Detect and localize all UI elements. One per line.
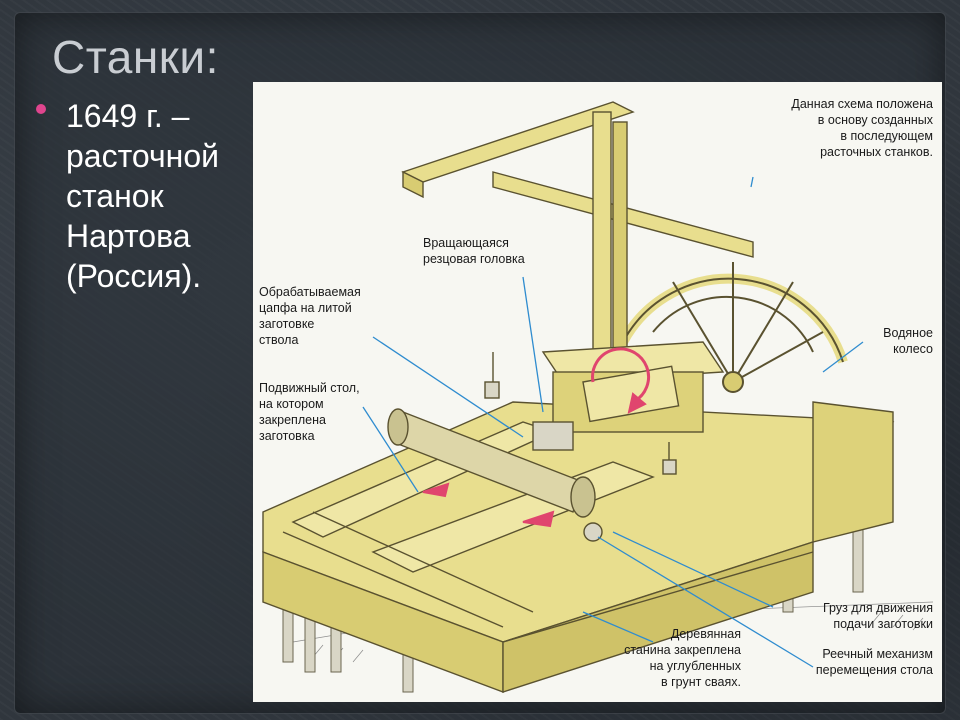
label-workpiece-2: цапфа на литой: [259, 301, 352, 315]
machine-illustration: Данная схема положена в основу созданных…: [253, 82, 942, 702]
bullet-line-3: станок: [66, 178, 164, 214]
label-rack-1: Реечный механизм: [822, 647, 933, 661]
bullet-line-1: 1649 г. –: [66, 98, 190, 134]
motion-arrows: [422, 347, 651, 528]
label-workpiece-1: Обрабатываемая: [259, 285, 361, 299]
label-load-2: подачи заготовки: [833, 617, 933, 631]
load-weight: [484, 352, 677, 475]
bullet-text: 1649 г. – расточной станок Нартова (Росс…: [66, 96, 256, 296]
label-wooden-frame-3: на углубленных: [650, 659, 742, 673]
label-rack-2: перемещения стола: [816, 663, 933, 677]
label-movable-table-3: закреплена: [259, 413, 326, 427]
slide-title: Станки:: [52, 31, 219, 83]
label-wooden-frame-1: Деревянная: [671, 627, 741, 641]
cannon-workpiece: [387, 365, 680, 518]
bullet-line-5: (Россия).: [66, 258, 202, 294]
label-rotating-head-1: Вращающаяся: [423, 236, 509, 250]
label-scheme-note-4: расточных станков.: [820, 145, 933, 159]
label-rotating-head-2: резцовая головка: [423, 252, 525, 266]
bullet-dot: [36, 104, 46, 114]
label-load-1: Груз для движения: [823, 601, 933, 615]
leader-lines: [362, 176, 864, 668]
label-scheme-note-2: в основу созданных: [818, 113, 934, 127]
label-movable-table-4: заготовка: [259, 429, 315, 443]
cutter-head: [532, 421, 603, 542]
label-workpiece-3: заготовке: [259, 317, 314, 331]
figure-labels: Данная схема положена в основу созданных…: [259, 97, 934, 689]
label-movable-table-2: на котором: [259, 397, 324, 411]
frame-beams: [401, 101, 754, 433]
label-movable-table-1: Подвижный стол,: [259, 381, 360, 395]
label-water-wheel-1: Водяное: [883, 326, 933, 340]
label-scheme-note-3: в последующем: [840, 129, 933, 143]
label-wooden-frame-4: в грунт сваях.: [661, 675, 741, 689]
label-wooden-frame-2: станина закреплена: [624, 643, 741, 657]
wooden-base: [262, 401, 895, 694]
water-wheel: [618, 262, 848, 393]
label-workpiece-4: ствола: [259, 333, 298, 347]
machine-drawing: Данная схема положена в основу созданных…: [259, 97, 934, 694]
label-water-wheel-2: колесо: [893, 342, 933, 356]
label-scheme-note-1: Данная схема положена: [791, 97, 933, 111]
bullet-line-4: Нартова: [66, 218, 191, 254]
bullet-line-2: расточной: [66, 138, 219, 174]
